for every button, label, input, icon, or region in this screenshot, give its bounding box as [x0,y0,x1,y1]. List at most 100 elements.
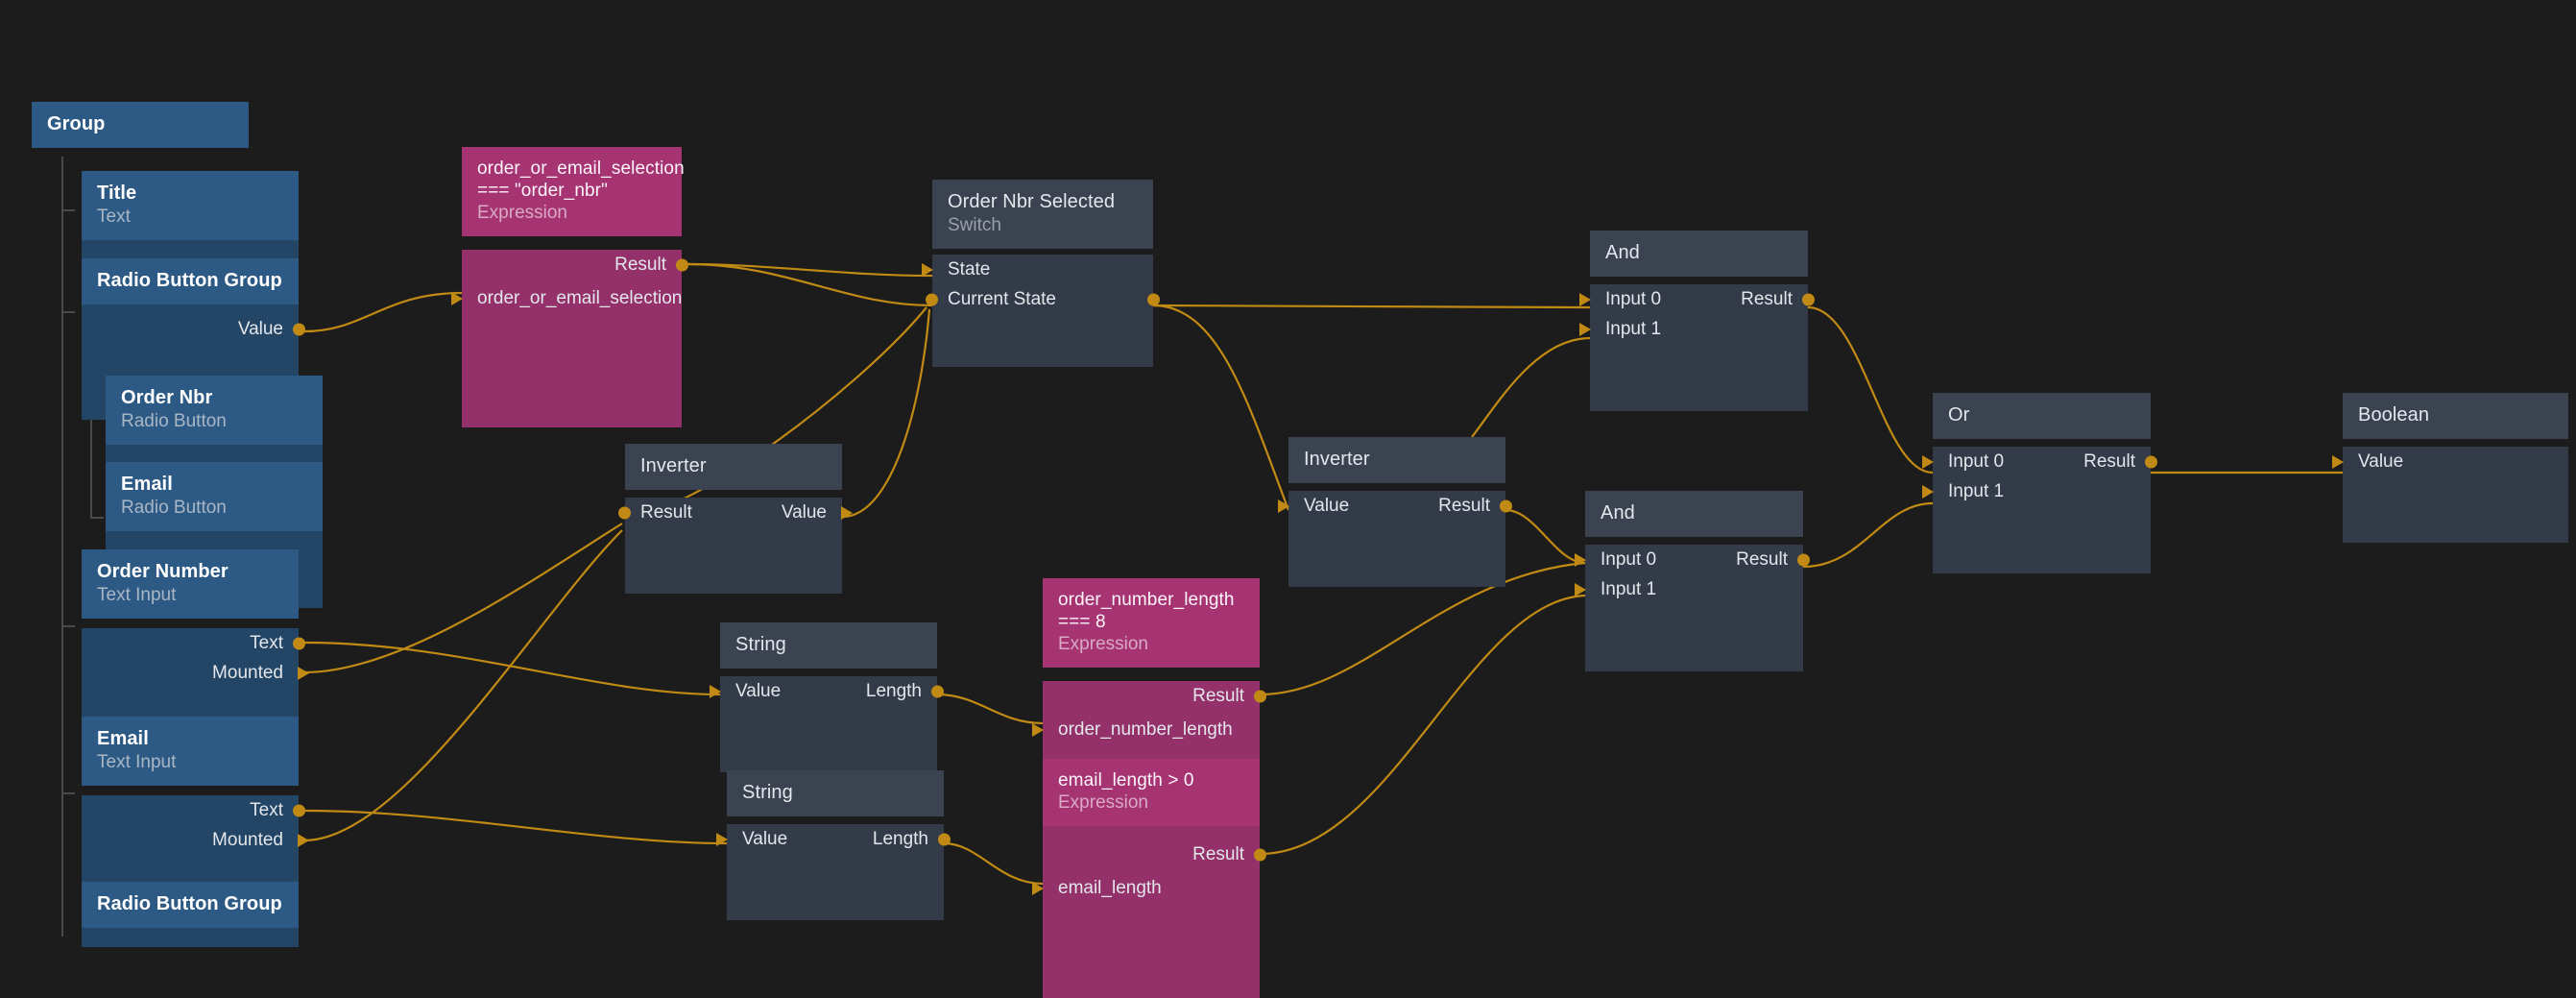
node-header[interactable]: And [1585,491,1803,537]
node-title: Inverter [640,455,707,476]
port-input-dot-icon[interactable] [926,293,938,305]
port-row-text[interactable]: Text [82,795,305,825]
port-input-arrow-icon[interactable] [716,832,728,846]
port-output-dot-icon[interactable] [1797,553,1810,566]
port-output-dot-icon[interactable] [931,685,944,697]
port-row-state[interactable]: State [922,255,1153,284]
port-row-input1[interactable]: Input 1 [1575,574,1803,604]
port-row-input1[interactable]: Input 1 [1579,314,1808,344]
node-header[interactable]: Group [32,102,249,148]
port-input-arrow-icon[interactable] [841,505,853,520]
port-row-result[interactable]: Result [462,250,688,280]
node-group[interactable]: Group [32,102,249,157]
port-row-input1[interactable]: Input 1 [1922,476,2151,506]
port-output-dot-icon[interactable] [293,804,305,816]
node-expr_sel[interactable]: order_or_email_selection === "order_nbr"… [451,147,688,427]
node-header[interactable]: String [727,770,944,816]
port-row-variable[interactable]: email_length [1032,873,1260,903]
port-output-dot-icon[interactable] [293,637,305,649]
port-input-arrow-icon[interactable] [1575,552,1586,567]
port-input-arrow-icon[interactable] [1579,322,1591,336]
port-input-arrow-icon[interactable] [1032,881,1044,895]
port-input-arrow-icon[interactable] [1278,499,1289,513]
port-row-result[interactable]: Result [1043,840,1266,869]
port-row-mounted[interactable]: Mounted [82,658,309,688]
node-header[interactable]: And [1590,231,1808,277]
port-output-dot-icon[interactable] [938,833,951,845]
port-input-arrow-icon[interactable] [1579,292,1591,306]
port-output-dot-icon[interactable] [676,258,688,271]
port-input-arrow-icon[interactable] [1032,722,1044,737]
node-header[interactable]: Radio Button Group [82,258,299,304]
port-input-arrow-icon[interactable] [2332,454,2344,469]
port-row-result[interactable]: Result [1043,681,1266,711]
port-output-dot-icon[interactable] [2145,455,2157,468]
node-header[interactable]: Or [1933,393,2151,439]
port-input-arrow-icon[interactable] [1575,582,1586,596]
port-output-dot-icon[interactable] [1254,690,1266,702]
port-output-dot-icon[interactable] [293,323,305,335]
port-output-dot-icon[interactable] [1254,848,1266,861]
port-row-value[interactable]: Value [82,314,305,344]
port-input-arrow-icon[interactable] [1922,484,1934,499]
port-row-variable[interactable]: order_number_length [1032,715,1260,744]
port-output-dot-icon[interactable] [1147,293,1160,305]
node-header[interactable]: Inverter [1288,437,1505,483]
node-header[interactable]: order_or_email_selection === "order_nbr"… [462,147,685,236]
node-header[interactable]: Inverter [625,444,842,490]
port-row-value[interactable]: Value [2332,447,2568,476]
node-header[interactable]: Boolean [2343,393,2568,439]
port-row-current-state[interactable]: Current State [926,284,1160,314]
port-input-arrow-icon[interactable] [451,291,463,305]
port-output-dot-icon[interactable] [1500,499,1512,512]
node-subtitle: Text Input [97,585,177,605]
port-input-arrow-icon[interactable] [298,833,309,847]
port-row-text[interactable]: Text [82,628,305,658]
port-input-arrow-icon[interactable] [710,684,721,698]
port-input-arrow-icon[interactable] [298,666,309,680]
port-row-mounted[interactable]: Mounted [82,825,309,855]
node-header[interactable]: String [720,622,937,669]
port-label: Mounted [212,662,283,683]
port-output-dot-icon[interactable] [618,506,631,519]
port-output-dot-icon[interactable] [1802,293,1815,305]
port-input-arrow-icon[interactable] [922,262,933,277]
node-radiogroup2[interactable]: Radio Button Group [82,882,299,937]
port-input-arrow-icon[interactable] [1922,454,1934,469]
node-header[interactable]: Radio Button Group [82,882,299,928]
port-row-variable[interactable]: order_or_email_selection [451,283,682,313]
